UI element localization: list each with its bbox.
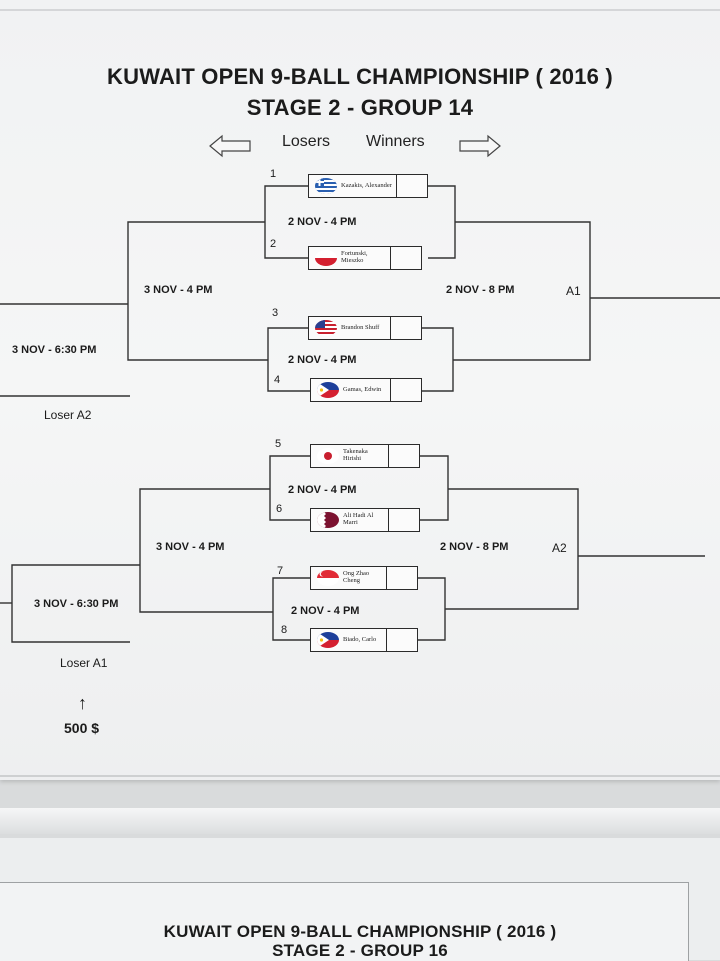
winners-match-time: 2 NOV - 8 PM xyxy=(440,541,509,553)
philippines-flag-icon xyxy=(317,382,339,398)
score-box xyxy=(386,629,417,651)
seed-number: 1 xyxy=(270,168,277,180)
score-box xyxy=(396,175,427,197)
player-name: Brandon Shuff xyxy=(341,323,380,331)
player-slot: Ali Hadi Al Marri xyxy=(310,508,420,532)
match-time: 2 NOV - 4 PM xyxy=(288,354,357,366)
japan-flag-icon xyxy=(317,448,339,464)
seed-number: 8 xyxy=(281,624,288,636)
losers-label: Losers xyxy=(282,133,331,150)
final-match-time: 3 NOV - 6:30 PM xyxy=(12,344,97,356)
singapore-flag-icon xyxy=(317,570,339,586)
player-slot: Biado, Carlo xyxy=(310,628,418,652)
player-name: Biado, Carlo xyxy=(343,635,377,643)
qatar-flag-icon xyxy=(317,512,339,528)
loser-label: Loser A1 xyxy=(60,656,108,670)
winners-label: Winners xyxy=(366,133,425,150)
player-name: Gamas, Edwin xyxy=(343,385,382,393)
up-arrow-icon: ↑ xyxy=(78,693,87,713)
next-bracket-frame xyxy=(0,882,689,961)
loser-label: Loser A2 xyxy=(44,408,92,422)
qualifier-label: A2 xyxy=(552,541,567,555)
philippines-flag-icon xyxy=(317,632,339,648)
losers-match-time: 3 NOV - 4 PM xyxy=(144,284,213,296)
match-time: 2 NOV - 4 PM xyxy=(288,216,357,228)
greece-flag-icon xyxy=(315,178,337,194)
player-slot: Kazakis, Alexander xyxy=(308,174,428,198)
score-box xyxy=(390,317,421,339)
seed-number: 2 xyxy=(270,238,277,250)
match-time: 2 NOV - 4 PM xyxy=(291,605,360,617)
prize-amount: 500 $ xyxy=(64,720,100,736)
left-arrow-icon xyxy=(209,134,251,158)
player-slot: Takenaka Hirishi xyxy=(310,444,420,468)
right-arrow-icon xyxy=(459,134,501,158)
seed-number: 5 xyxy=(275,438,282,450)
match-time: 2 NOV - 4 PM xyxy=(288,484,357,496)
poland-flag-icon xyxy=(315,250,337,266)
score-box xyxy=(390,379,421,401)
player-slot: Brandon Shuff xyxy=(308,316,422,340)
winners-match-time: 2 NOV - 8 PM xyxy=(446,284,515,296)
score-box xyxy=(386,567,417,589)
player-name: Ong Zhao Cheng xyxy=(343,570,370,584)
next-sheet-subtitle: STAGE 2 - GROUP 16 xyxy=(272,941,448,960)
player-name: Kazakis, Alexander xyxy=(341,181,392,189)
seed-number: 6 xyxy=(276,503,283,515)
seed-number: 7 xyxy=(277,565,284,577)
player-name: Ali Hadi Al Marri xyxy=(343,512,374,526)
page-subtitle: STAGE 2 - GROUP 14 xyxy=(246,95,474,120)
player-slot: Gamas, Edwin xyxy=(310,378,422,402)
losers-match-time: 3 NOV - 4 PM xyxy=(156,541,225,553)
score-box xyxy=(390,247,421,269)
seed-number: 3 xyxy=(272,307,279,319)
final-match-time: 3 NOV - 6:30 PM xyxy=(34,598,119,610)
usa-flag-icon xyxy=(315,320,337,336)
score-box xyxy=(388,445,419,467)
seed-number: 4 xyxy=(274,374,281,386)
player-name: Fortunski, Mieszko xyxy=(341,250,368,264)
next-sheet-title: KUWAIT OPEN 9-BALL CHAMPIONSHIP ( 2016 ) xyxy=(163,922,557,941)
sheet-divider xyxy=(0,808,720,834)
qualifier-label: A1 xyxy=(566,284,581,298)
score-box xyxy=(388,509,419,531)
player-name: Takenaka Hirishi xyxy=(343,448,368,462)
page-title: KUWAIT OPEN 9-BALL CHAMPIONSHIP ( 2016 ) xyxy=(107,64,613,89)
player-slot: Fortunski, Mieszko xyxy=(308,246,422,270)
player-slot: Ong Zhao Cheng xyxy=(310,566,418,590)
